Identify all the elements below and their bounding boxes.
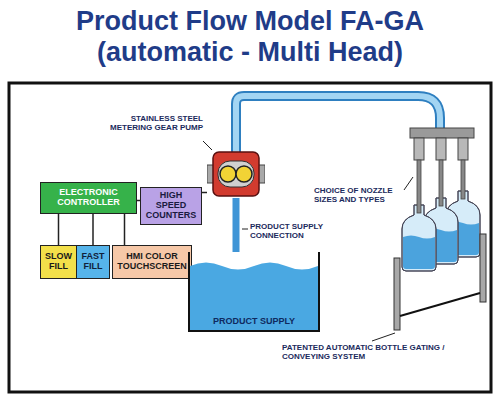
box-label: FAST FILL <box>80 252 106 272</box>
pump-body <box>213 152 259 196</box>
supply-pipe <box>233 198 240 252</box>
conveyor-line <box>400 293 480 316</box>
supply-pipe <box>236 96 440 152</box>
part-label: STAINLESS STEEL METERING GEAR PUMP <box>99 114 203 132</box>
frame <box>9 83 491 392</box>
title-block: Product Flow Model FA-GA (automatic - Mu… <box>45 6 455 68</box>
nozzle <box>436 138 446 160</box>
gating-rod <box>394 258 400 330</box>
gear <box>220 166 236 182</box>
signal-line <box>124 214 126 245</box>
callout-label: PRODUCT SUPPLY CONNECTION <box>250 222 332 240</box>
nozzle <box>458 138 468 160</box>
touchscreen-box: HMI COLOR TOUCHSCREEN <box>112 245 192 279</box>
signal-line <box>202 192 207 194</box>
counter-box: HIGH SPEED COUNTERS <box>140 187 202 225</box>
nozzle-manifold <box>410 128 474 138</box>
box-label: HIGH SPEED COUNTERS <box>144 191 198 221</box>
supply-tank: PRODUCT SUPPLY <box>188 252 320 332</box>
pump-chamber <box>218 161 254 187</box>
signal-line <box>58 214 60 245</box>
leader-line <box>242 229 248 230</box>
nozzle-tube <box>461 160 465 199</box>
leader-line <box>203 141 212 150</box>
box-label: HMI COLOR TOUCHSCREEN <box>116 252 188 272</box>
tank-outline <box>189 252 319 331</box>
nozzle <box>414 138 424 160</box>
fill-box: SLOW FILL <box>40 245 77 279</box>
bottle <box>402 205 436 271</box>
callout-label: PATENTED AUTOMATIC BOTTLE GATING / CONVE… <box>282 343 454 361</box>
supply-pipe-outline <box>236 96 440 152</box>
gear-pump: STAINLESS STEEL METERING GEAR PUMP <box>207 150 265 198</box>
tank-label: PRODUCT SUPPLY <box>188 316 320 326</box>
leader-line <box>404 177 413 190</box>
diagram-title: Product Flow Model FA-GA (automatic - Mu… <box>45 6 455 68</box>
leader-line <box>372 333 395 341</box>
signal-line <box>92 214 94 245</box>
nozzle-tube <box>439 160 443 206</box>
nozzle-tube <box>417 160 421 213</box>
gear <box>236 166 252 182</box>
gating-rod <box>480 234 486 302</box>
controller-box: ELECTRONIC CONTROLLER <box>40 182 137 214</box>
box-label: SLOW FILL <box>44 252 73 272</box>
fill-box: FAST FILL <box>76 245 110 279</box>
callout-label: CHOICE OF NOZZLE SIZES AND TYPES <box>314 186 402 204</box>
box-label: ELECTRONIC CONTROLLER <box>44 188 133 208</box>
pump-drawing <box>207 150 265 198</box>
